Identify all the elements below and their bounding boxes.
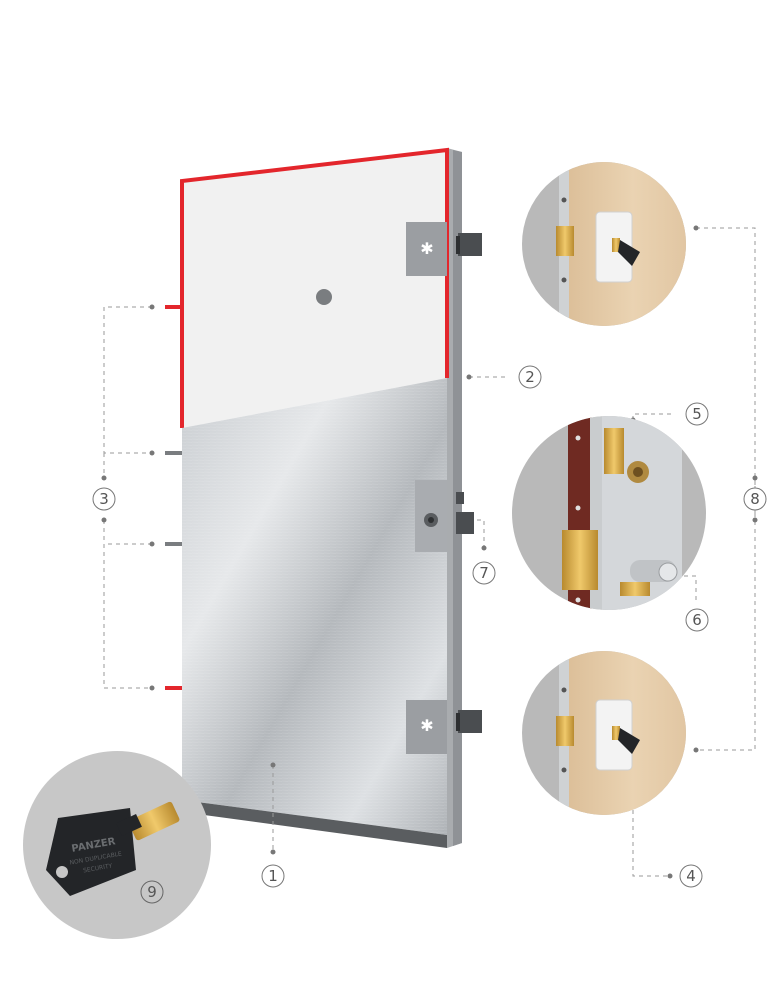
callout-5: 5 [685,402,709,426]
hinge-icon: ✱ [406,222,482,276]
detail-hinge-bottom [522,651,686,815]
callout-3-lines [103,306,152,689]
callout-2: 2 [518,365,542,389]
svg-text:✱: ✱ [420,239,433,258]
callout-3-label: 3 [99,490,109,508]
callout-badges: 1 2 3 4 5 6 7 8 [92,365,767,904]
callout-3: 3 [92,487,116,511]
door: ✱ ✱ [180,147,482,848]
callout-6: 6 [685,608,709,632]
callout-4-label: 4 [686,867,696,885]
peephole-icon [316,289,332,305]
callout-9-label: 9 [147,883,157,901]
callout-1-label: 1 [268,867,278,885]
callout-6-label: 6 [692,611,702,629]
detail-hinge-top [522,162,686,326]
callout-8: 8 [743,487,767,511]
edge-profile-markers [101,304,182,691]
door-panel-upper [182,150,447,428]
callout-2-label: 2 [525,368,535,386]
callout-1: 1 [261,864,285,888]
detail-lock [512,416,706,610]
callout-7: 7 [472,561,496,585]
door-threshold [182,800,447,848]
detail-key: PANZER NON DUPLICABLE SECURITY [23,751,211,939]
callout-9: 9 [140,880,164,904]
hinge-icon: ✱ [406,700,482,754]
lock-icon [415,480,474,552]
callout-7-label: 7 [479,564,489,582]
key-icon: PANZER NON DUPLICABLE SECURITY [46,801,180,896]
callout-5-label: 5 [692,405,702,423]
callout-8-label: 8 [750,490,760,508]
callout-4: 4 [679,864,703,888]
svg-text:✱: ✱ [420,716,433,735]
